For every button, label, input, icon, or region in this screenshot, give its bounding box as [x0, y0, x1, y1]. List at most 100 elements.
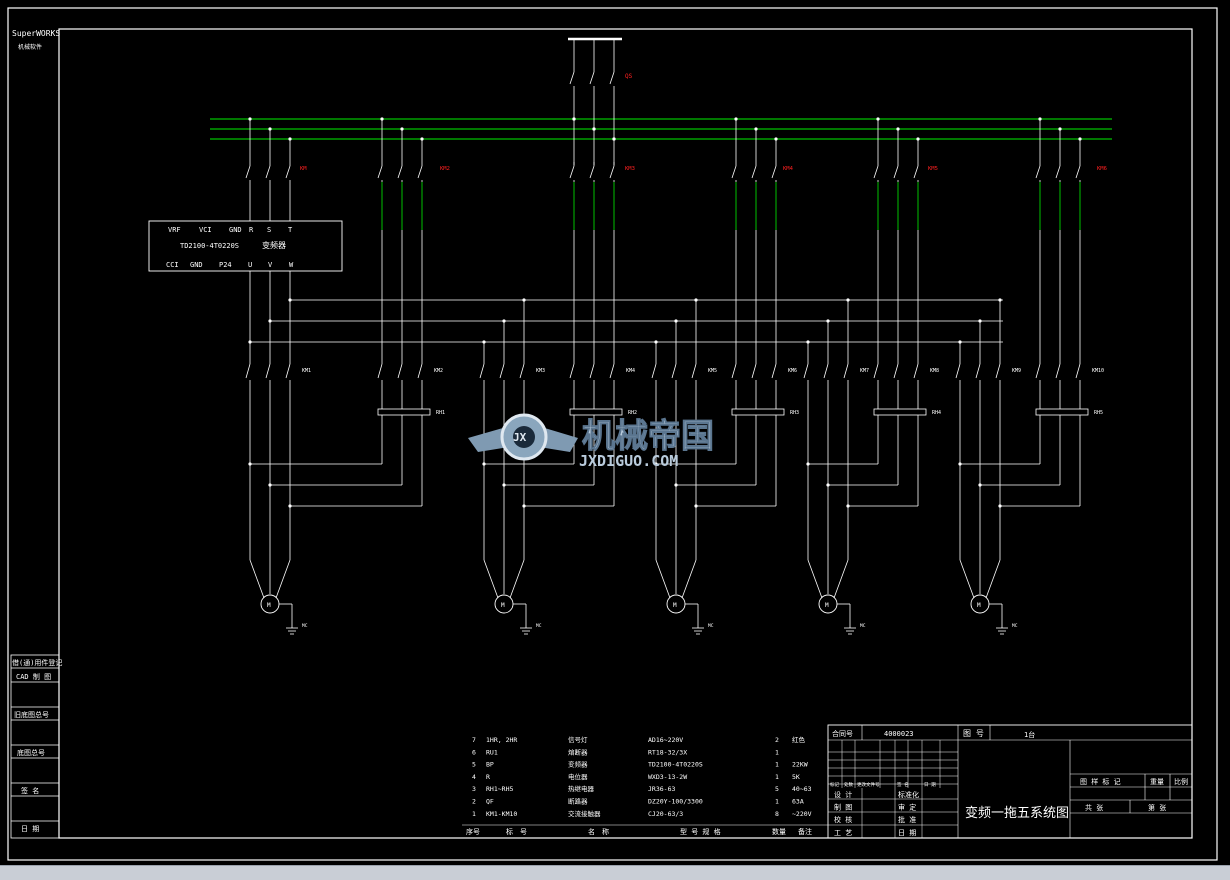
- junction-dot: [268, 319, 272, 323]
- junction-dot: [826, 483, 830, 487]
- tb-cell: 工 艺: [834, 829, 852, 837]
- junction-dot: [592, 127, 596, 131]
- contactor-label: KM3: [536, 368, 545, 374]
- contactor-label: KM6: [788, 368, 797, 374]
- bom-cell-r3c2: 电位器: [568, 772, 588, 781]
- bom-cell-r2c1: BP: [486, 761, 494, 769]
- side-label-3: 底图总号: [17, 748, 45, 757]
- contactor-label: KM9: [1012, 368, 1021, 374]
- tb-scale: 比例: [1174, 777, 1188, 786]
- inv-term-u: U: [248, 261, 252, 269]
- junction-dot: [288, 504, 292, 508]
- junction-dot: [654, 462, 658, 466]
- motor-label: MC: [708, 623, 714, 629]
- branch-label: KM3: [625, 166, 635, 172]
- green-bus: [210, 118, 1112, 140]
- bom-cell-r0c4: 2: [775, 736, 779, 744]
- junction-dot: [572, 117, 576, 121]
- junction-dot: [978, 483, 982, 487]
- inner-frame: [58, 28, 1193, 839]
- junction-dot: [958, 462, 962, 466]
- contactor-label: KM5: [708, 368, 717, 374]
- tb-contract-no: 4000023: [884, 730, 914, 738]
- bom-cell-r2c4: 1: [775, 761, 779, 769]
- watermark-badge: JX: [513, 431, 527, 444]
- bom-cell-r2c0: 5: [472, 761, 476, 769]
- tb-pattern-mark: 图 样 标 记: [1080, 777, 1121, 786]
- thermal-relay: [731, 408, 785, 416]
- tb-cell: 批 准: [898, 815, 916, 824]
- motor-symbol: M: [501, 602, 505, 609]
- bom-cell-r1c0: 6: [472, 748, 476, 756]
- side-label-5: 日 期: [21, 825, 39, 833]
- bom-cell-r4c3: JR36-63: [648, 785, 675, 793]
- tb-cell: 审 定: [898, 803, 916, 812]
- bom-cell-r5c4: 1: [775, 798, 779, 806]
- tb-cell: 制 图: [834, 803, 852, 812]
- junction-dot: [694, 298, 698, 302]
- status-bar: [0, 865, 1230, 880]
- contactor-label: KM8: [930, 368, 939, 374]
- main-supply: QS: [568, 37, 633, 80]
- bom-cell-r6c3: CJ20-63/3: [648, 810, 683, 818]
- branch-label: KM5: [928, 166, 938, 172]
- motor-label: MC: [1012, 623, 1018, 629]
- junction-dot: [846, 298, 850, 302]
- bom-cell-r1c4: 1: [775, 748, 779, 756]
- brand-line1: SuperWORKS: [12, 29, 60, 38]
- tb-fig-label: 图 号: [963, 729, 984, 738]
- bom-cell-r3c0: 4: [472, 773, 476, 781]
- bom-cell-r2c3: TD2100-4T0220S: [648, 761, 703, 769]
- junction-dot: [998, 298, 1002, 302]
- bom-h-code: 标 号: [506, 827, 527, 836]
- inv-term-cci: CCI: [166, 261, 179, 269]
- bom-cell-r0c3: AD16~220V: [648, 736, 683, 744]
- bom-cell-r2c5: 22KW: [792, 761, 808, 769]
- bom-cell-r4c1: RH1~RH5: [486, 785, 513, 793]
- contactor-label: KM2: [434, 368, 443, 374]
- junction-dot: [674, 483, 678, 487]
- junction-dot: [502, 319, 506, 323]
- relay-label: RH2: [628, 410, 637, 416]
- side-register-box: [10, 654, 60, 839]
- tb-sheet-no: 第 张: [1148, 803, 1166, 812]
- junction-dot: [674, 319, 678, 323]
- junction-dot: [654, 340, 658, 344]
- bom-h-note: 备注: [798, 827, 812, 836]
- brand-line2: 机械软件: [18, 43, 42, 51]
- bom-cell-r4c5: 40~63: [792, 785, 812, 793]
- relay-label: RH1: [436, 410, 445, 416]
- junction-dot: [998, 504, 1002, 508]
- bom-h-name: 名 称: [588, 827, 609, 836]
- contactor-label: KM7: [860, 368, 869, 374]
- inv-term-vrf: VRF: [168, 226, 181, 234]
- motor-label: MC: [536, 623, 542, 629]
- bom-cell-r5c3: DZ20Y-100/3300: [648, 798, 703, 806]
- bom-cell-r1c2: 熔断器: [568, 747, 588, 756]
- outer-frame: [7, 7, 1218, 861]
- junction-dot: [268, 483, 272, 487]
- tb-cell: 签 名: [897, 781, 909, 788]
- bom-cell-r4c2: 热继电器: [568, 784, 595, 793]
- bom-cell-r1c3: RT18-32/3X: [648, 748, 687, 756]
- tb-cell: 处数: [844, 781, 853, 788]
- inv-term-vci: VCI: [199, 226, 212, 234]
- bom-cell-r6c1: KM1-KM10: [486, 810, 517, 818]
- thermal-relay: [569, 408, 623, 416]
- motor-symbol: M: [267, 602, 271, 609]
- bom-cell-r0c2: 信号灯: [568, 735, 588, 744]
- bom-cell-r0c5: 红色: [792, 735, 806, 744]
- title-block: 标记处数更改文件号签 名日 期设 计标准化制 图审 定校 核批 准工 艺日 期 …: [827, 724, 1193, 839]
- inv-term-gnd2: GND: [190, 261, 203, 269]
- branch-label: KM: [300, 166, 307, 172]
- bom-cell-r5c2: 断路器: [568, 797, 588, 806]
- bom-cell-r5c5: 63A: [792, 798, 804, 806]
- bom-h-index: 序号: [466, 827, 480, 836]
- tb-cell: 更改文件号: [857, 781, 880, 788]
- bom-cell-r1c1: RU1: [486, 748, 498, 756]
- bom-cell-r5c0: 2: [472, 798, 476, 806]
